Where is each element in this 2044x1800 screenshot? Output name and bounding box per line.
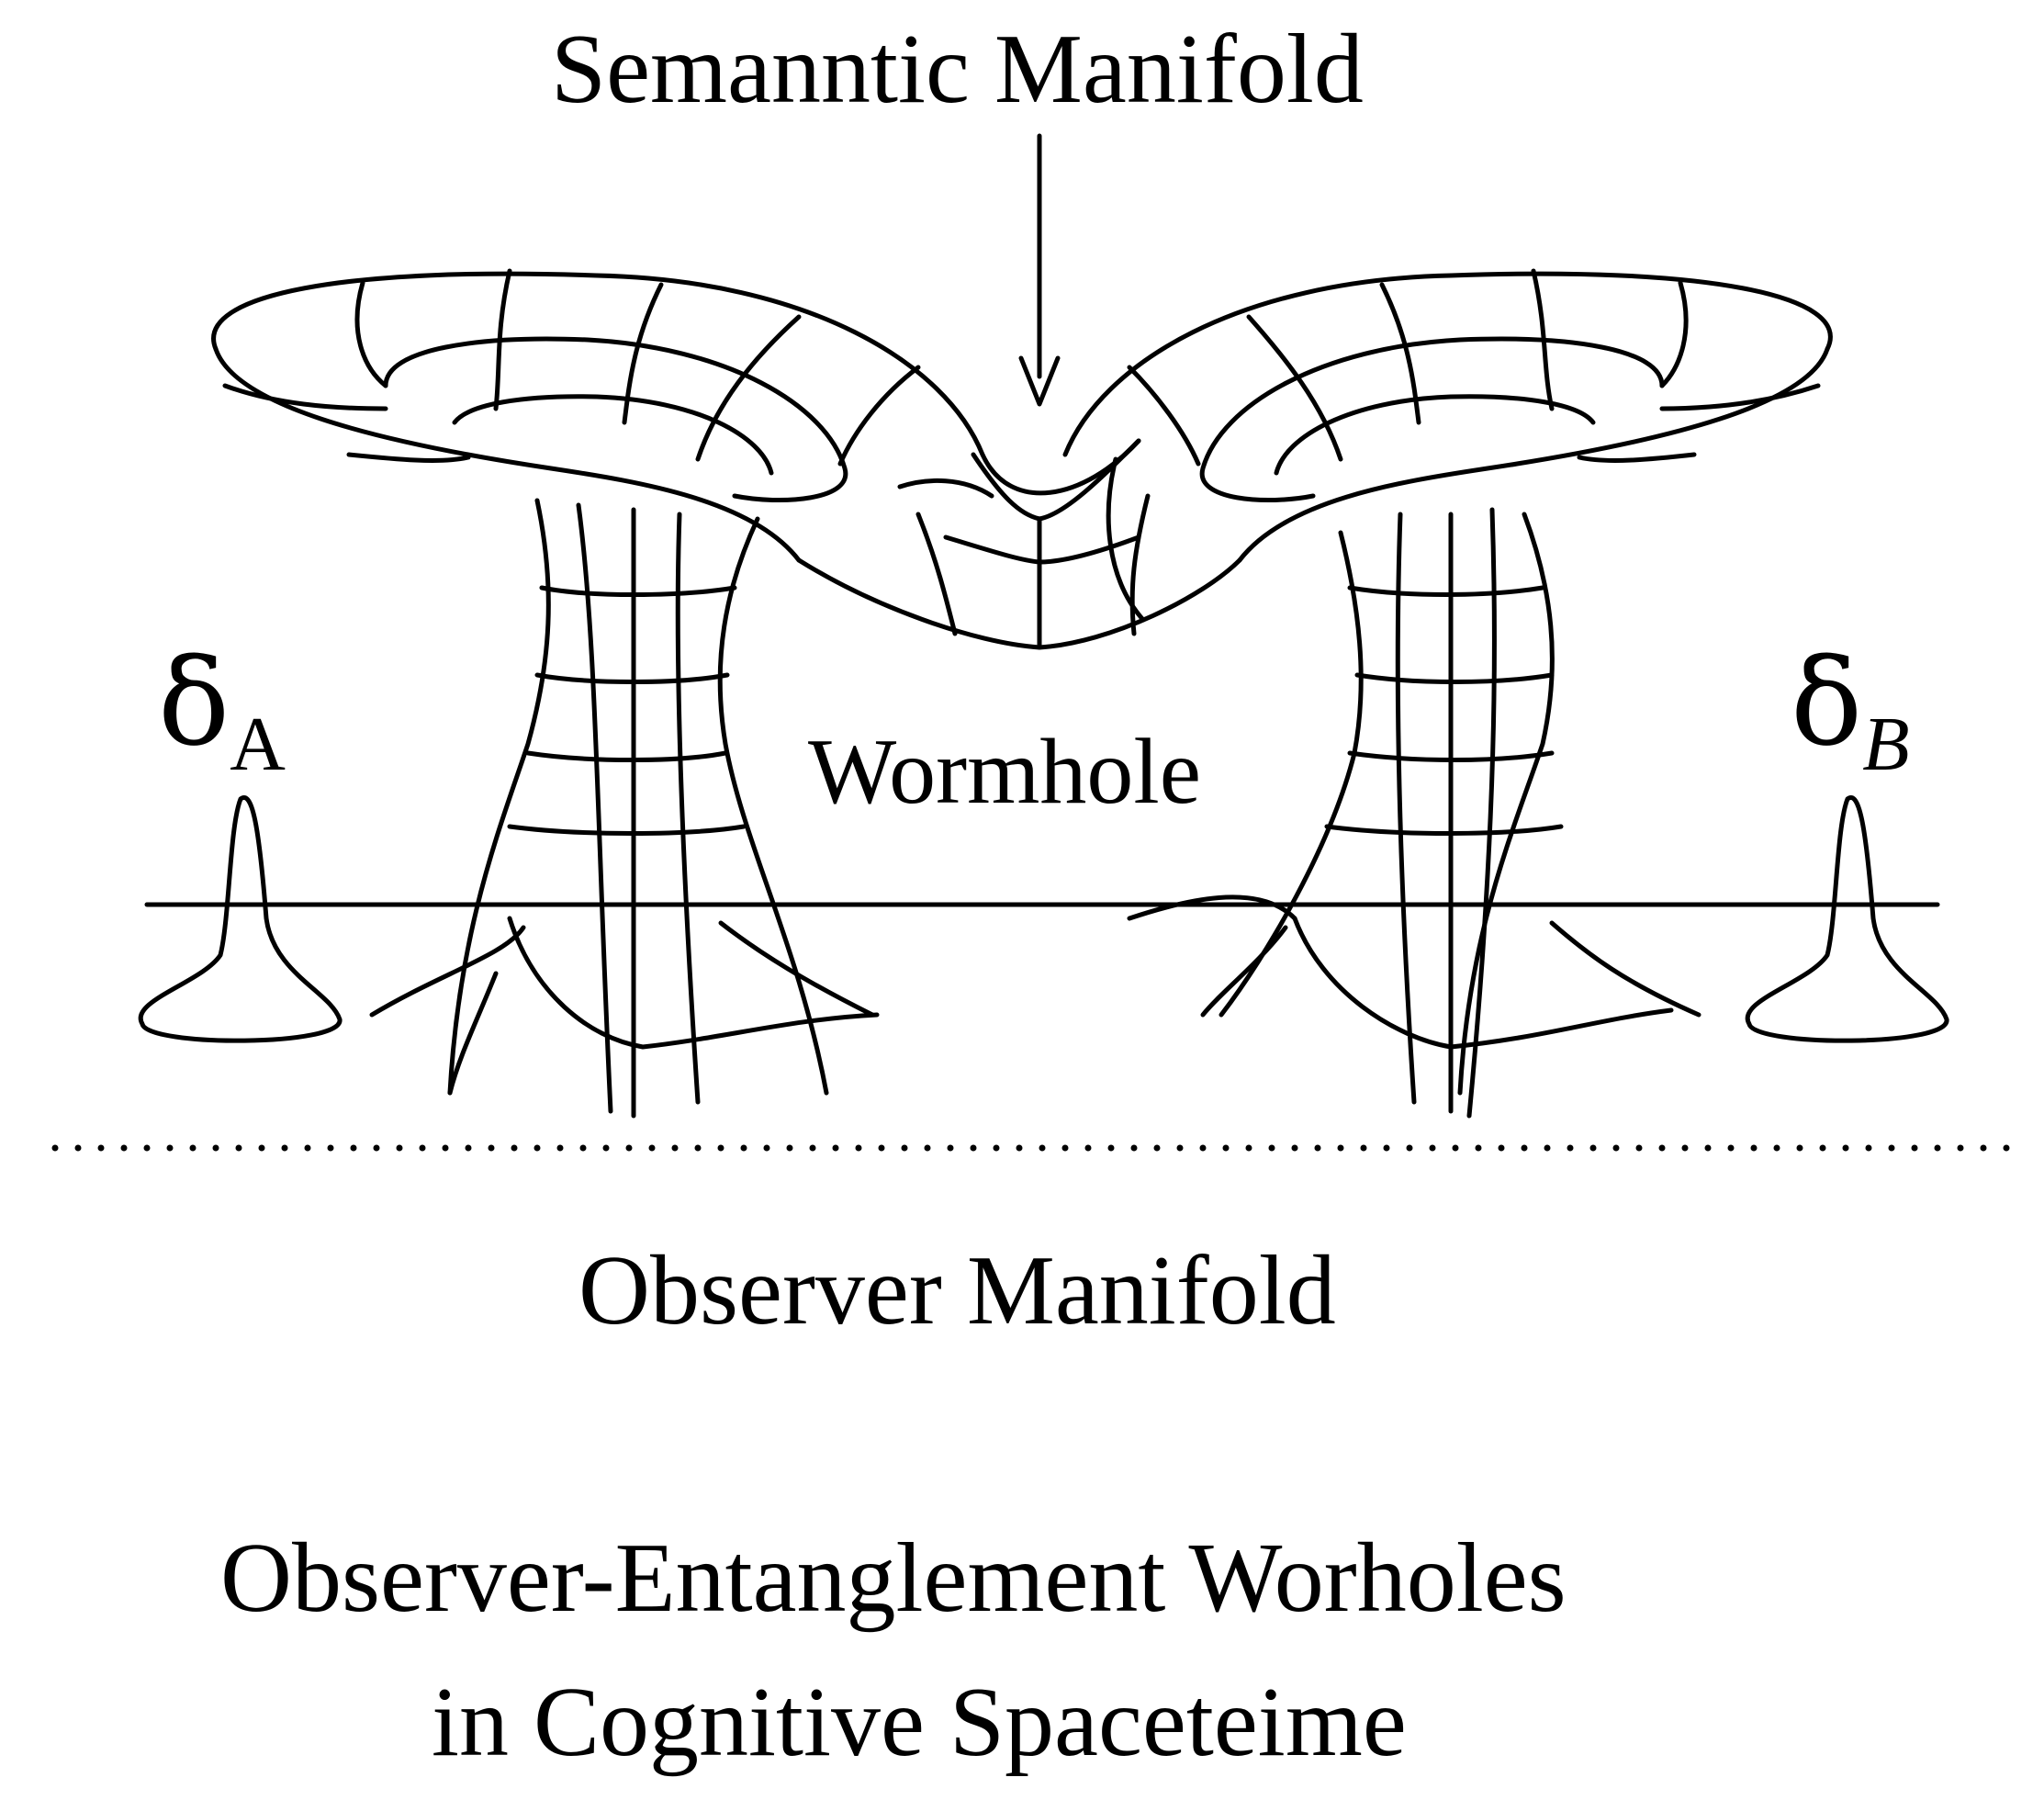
saddle-bridge	[796, 438, 1242, 650]
delta-b-peak	[1745, 795, 1949, 1043]
delta-a-peak	[138, 795, 343, 1043]
caption-line-2: in Cognitive Spaceteime	[432, 1668, 1407, 1777]
delta-a-symbol: δ	[158, 633, 230, 772]
caption-line-1: Observer-Entanglement Worholes	[220, 1524, 1567, 1633]
delta-a-label: δA	[158, 643, 286, 783]
delta-b-label: δB	[1791, 643, 1910, 783]
delta-a-subscript: A	[230, 702, 286, 787]
right-funnel	[1062, 268, 1833, 1119]
left-funnel	[211, 268, 1141, 1119]
delta-b-subscript: B	[1862, 702, 1910, 787]
observer-manifold-label: Observer Manifold	[578, 1236, 1336, 1345]
pointer-arrow	[1018, 133, 1061, 407]
wormhole-label: Wormhole	[808, 720, 1202, 824]
semantic-manifold-label: Semanntic Manifold	[551, 15, 1364, 124]
delta-b-symbol: δ	[1791, 633, 1863, 772]
